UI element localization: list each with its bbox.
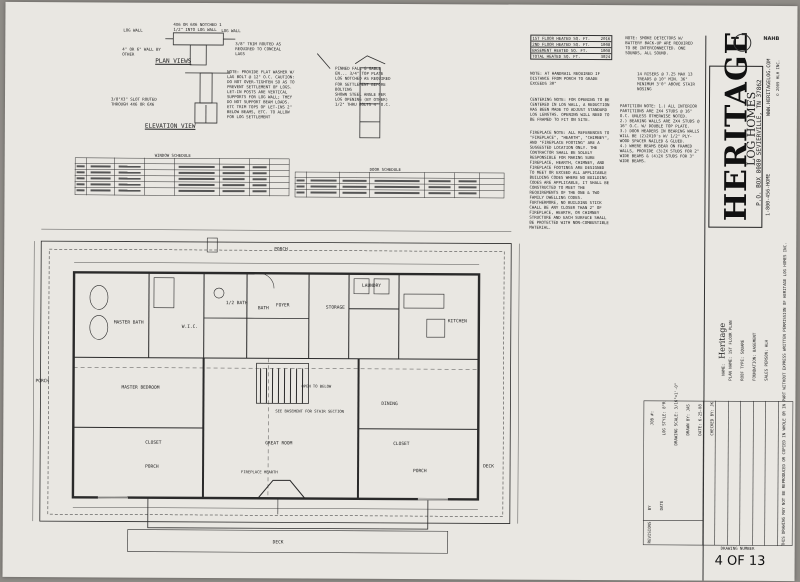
room-label-porch: PORCH [274, 247, 288, 253]
room-label-deck-right: DECK [483, 464, 494, 470]
drawing-number-label: DRAWING NUMBER [720, 545, 755, 551]
door-schedule-table [294, 171, 505, 199]
room-label-kitchen: KITCHEN [447, 319, 467, 325]
stair-section-note: SEE BASEMENT FOR STAIR SECTION [275, 408, 344, 414]
room-label-great-room: GREAT ROOM [265, 441, 293, 447]
revisions-by-header: BY [646, 505, 652, 511]
sheet-number: 4 OF 13 [714, 553, 766, 569]
room-label-wic: W.I.C. [181, 324, 199, 330]
floor-plan [32, 228, 520, 554]
copyright: © 2009 HLH INC. [775, 59, 781, 96]
partition-note: PARTITION NOTE: 1.) ALL INTERIOR PARTITI… [619, 103, 702, 164]
room-label-dining: DINING [381, 401, 398, 407]
company-address: P.O. BOX 8080 SEVIERVILLE, TN 37862 [755, 79, 764, 206]
revisions-date-header: DATE [658, 500, 664, 511]
room-label-porch-left: PORCH [35, 379, 50, 385]
room-label-closet: CLOSET [145, 440, 162, 446]
roof-type-label: ROOF TYPE: SQUARE [739, 339, 745, 381]
fireplace-hearth-label: FIREPLACE HEARTH [241, 469, 278, 475]
window-schedule-table [74, 157, 290, 197]
area-row: TOTAL HEATED SQ. FT.3024 [532, 53, 611, 60]
foundation-label: FOUNDATION: BASEMENT [751, 332, 757, 381]
company-phone: 1-800-456-HOME [765, 173, 772, 216]
room-label-laundry: LAUNDRY [362, 283, 382, 289]
room-label-bath: BATH [257, 306, 269, 312]
room-label-master-bath: MASTER BATH [113, 320, 144, 326]
handrail-note: NOTE: AT HANDRAIL REQUIRED IF DISTANCE F… [530, 70, 601, 86]
drawn-by-label: DRAWN BY: JAS [685, 404, 691, 436]
revisions-header: REVISIONS [646, 521, 652, 544]
plan-view-detail-drawings [165, 32, 386, 139]
seal-icon [733, 33, 752, 52]
plan-name-label: PLAN NAME: 1ST FLOOR PLAN [727, 320, 733, 381]
room-label-foyer: FOYER [275, 303, 290, 309]
title-block-grid [642, 400, 794, 546]
room-label-half-bath: 1/2 BATH [225, 301, 248, 307]
log-style-label: LOG STYLE: 8"R [661, 401, 667, 436]
sales-person-label: SALES PERSON: HLH [763, 339, 769, 381]
room-label-porch-br: PORCH [413, 469, 427, 475]
drawing-scale-label: DRAWING SCALE: 3/16"=1'-0" [673, 382, 679, 446]
room-label-master-bedroom: MASTER BEDROOM [121, 385, 160, 391]
fireplace-note: FIREPLACE NOTE: ALL REFERENCES TO "FIREP… [529, 129, 610, 230]
date-label: DATE: 6-25-08 [697, 404, 703, 436]
checked-by-label: CHECKED BY: JK [709, 401, 715, 436]
centering-note: CENTERING NOTE: FOR OPENING TO BE CENTER… [529, 96, 610, 122]
room-label-porch-bl: PORCH [145, 464, 159, 470]
stair-note: 14 RISERS @ 7.25 MAX 13 TREADS @ 10" MIN… [637, 71, 695, 92]
smoke-detector-note: NOTE: SMOKE DETECTORS W/ BATTERY BACK-UP… [625, 35, 693, 56]
open-to-below-label: OPEN TO BELOW [301, 383, 332, 389]
area-table: 1ST FLOOR HEATED SQ. FT.2016 2ND FLOOR H… [530, 34, 613, 61]
nahb-badge: NAHB [763, 35, 780, 42]
room-label-deck: DECK [272, 540, 284, 546]
room-label-storage: STORAGE [325, 305, 345, 311]
room-label-closet-2: CLOSET [393, 441, 410, 448]
company-web: WWW.HERITAGELOG.COM [765, 58, 773, 116]
project-name: NAME: Heritage [717, 322, 727, 376]
job-number-label: JOB #: [649, 410, 655, 426]
